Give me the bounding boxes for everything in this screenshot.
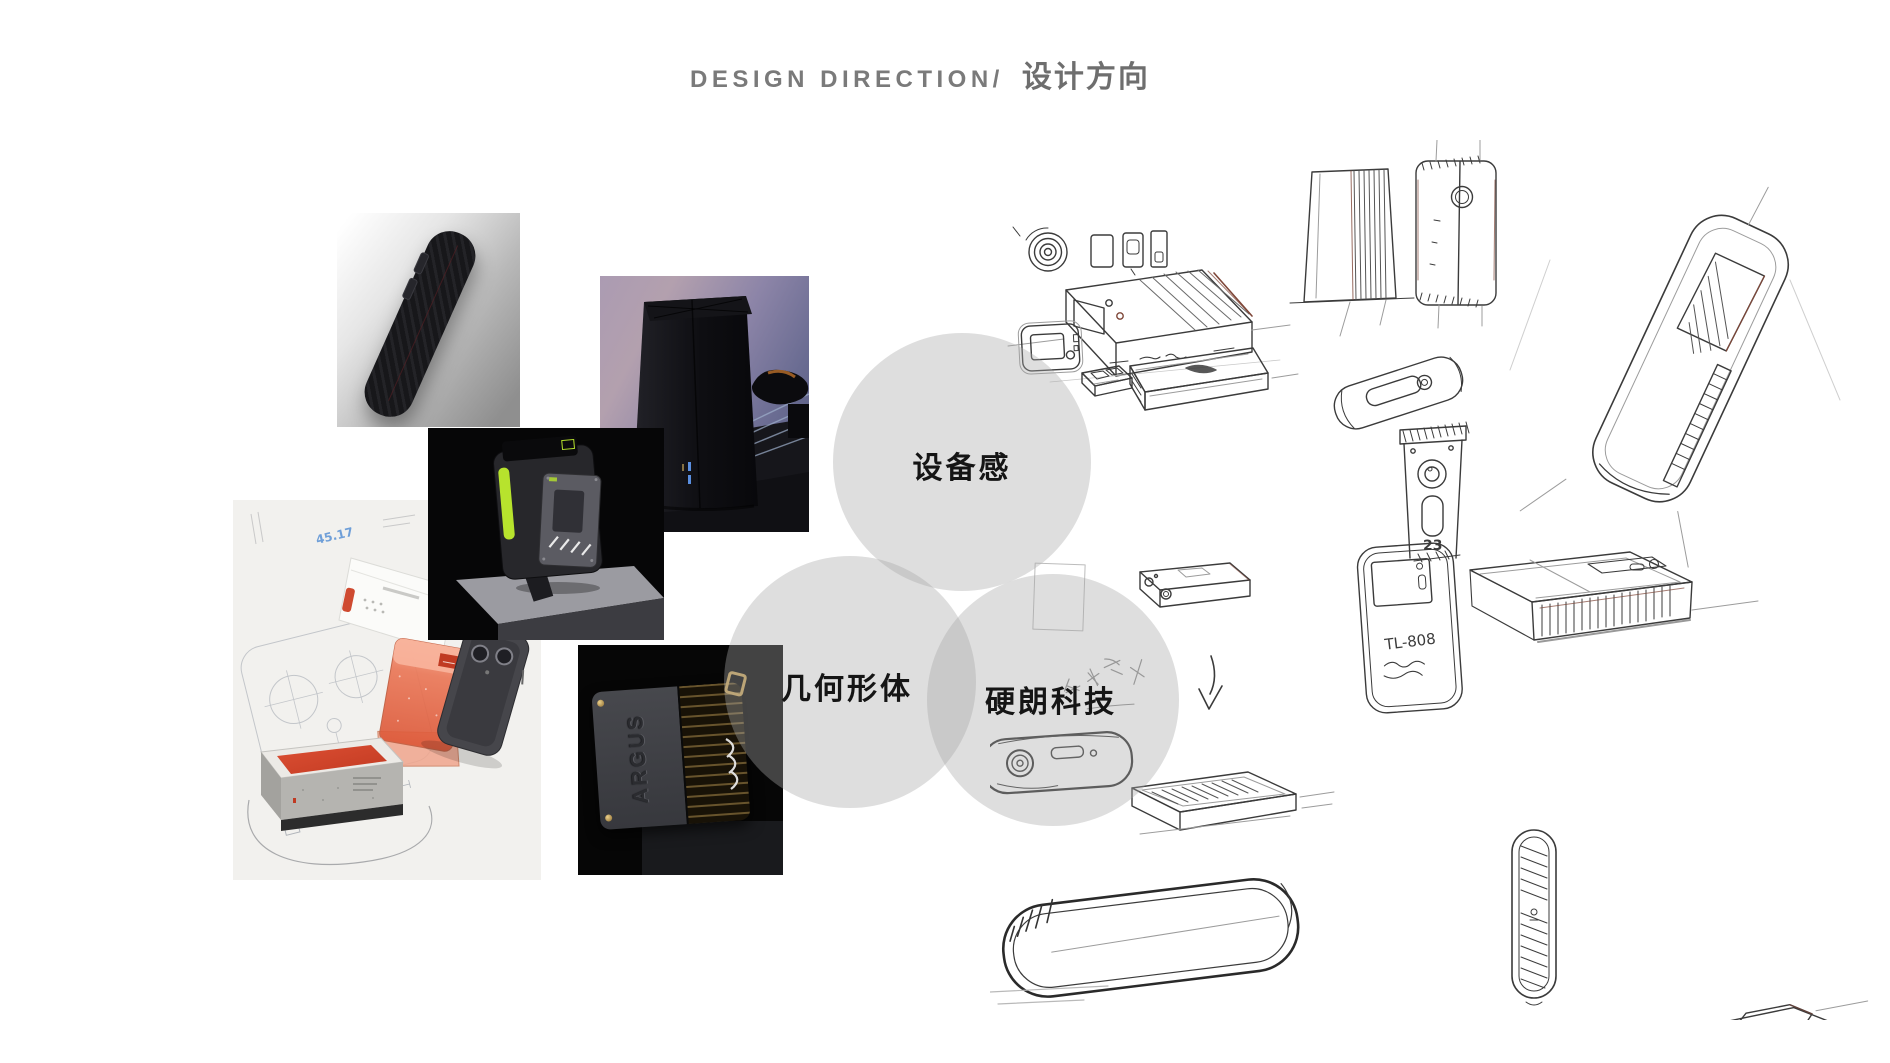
venn-circle-device-feel [833,333,1091,591]
wire-loop [247,799,433,866]
sketch-monitor [1017,320,1084,375]
neon-green-bar [498,467,515,540]
paper-micro-text [250,511,416,545]
camera-lens [471,644,490,663]
gold-screw [604,814,613,822]
camera-lens [495,647,514,666]
gold-screw [596,699,605,708]
red-label [438,653,461,670]
sketch-tray-open-box [1131,771,1335,835]
dark-phone-device [421,624,530,769]
phone-with-grip [493,435,603,602]
argus-label: ARGUS [623,712,654,805]
pedestal-front [498,598,664,640]
hatch-stripes [548,535,592,556]
venn-circle-geometric-form [724,556,976,808]
design-sketches: 23 [990,140,1874,1020]
down-arrow [1198,655,1223,710]
pedestal-top [456,566,664,624]
sketch-grille-box [1469,551,1759,643]
sketch-cylinder-device [1333,356,1464,430]
carbon-phone-shape [356,223,484,425]
sketch-model-device: TL-808 [1356,542,1463,714]
page-title: DESIGN DIRECTION/ 设计方向 [690,52,1150,96]
phone-grip-scene [456,435,664,640]
sketch-faint-rect [1032,562,1086,632]
sketch-dark-walkie [990,731,1134,795]
sketch-panel-side-view [1415,140,1497,329]
phone-volume-button [412,251,430,276]
title-chinese: 设计方向 [1021,61,1150,94]
venn-circle-rugged-tech [927,574,1179,826]
sketch-handwriting-scribble [1063,658,1145,710]
sketch-slanted-device [1509,186,1841,568]
title-english: DESIGN DIRECTION/ [690,66,1004,93]
sketch-big-dark-device [990,877,1300,1005]
white-wedge-device [338,557,456,653]
sketch-bottom-slab [1611,1000,1874,1020]
moodboard-photo-carbon-phone [337,213,520,427]
keyword-rugged-tech: 硬朗科技 [985,686,1117,719]
sketch-stick-device: 23 [1399,421,1470,563]
moodboard-photo-argus: ARGUS [578,645,783,875]
sketch-small-buttons [1090,230,1168,276]
sketch-flat-tray [1093,347,1299,411]
red-tab [342,587,355,613]
sketch-flat-console [1007,269,1291,383]
moodboard-photo-phone-grip [428,428,664,640]
phone-power-button [401,276,419,301]
sketch-keypad [1081,365,1133,397]
sketch-box-with-arrow [1139,562,1251,710]
keyword-device-feel: 设备感 [912,452,1012,485]
model-code-label: TL-808 [1383,630,1437,654]
game-controller [751,369,809,438]
router-led [688,462,691,471]
gray-red-box-device [247,737,433,866]
sketch-hatched-capsule [1511,829,1557,1006]
signal-arcs [725,738,739,790]
argus-pedestal [642,821,783,875]
green-display [561,438,576,451]
keyword-geometric-form: 几何形体 [781,673,913,706]
sketch-panel-front-view [1289,168,1415,337]
router-led [688,475,691,484]
sketch-knob [1012,226,1068,272]
